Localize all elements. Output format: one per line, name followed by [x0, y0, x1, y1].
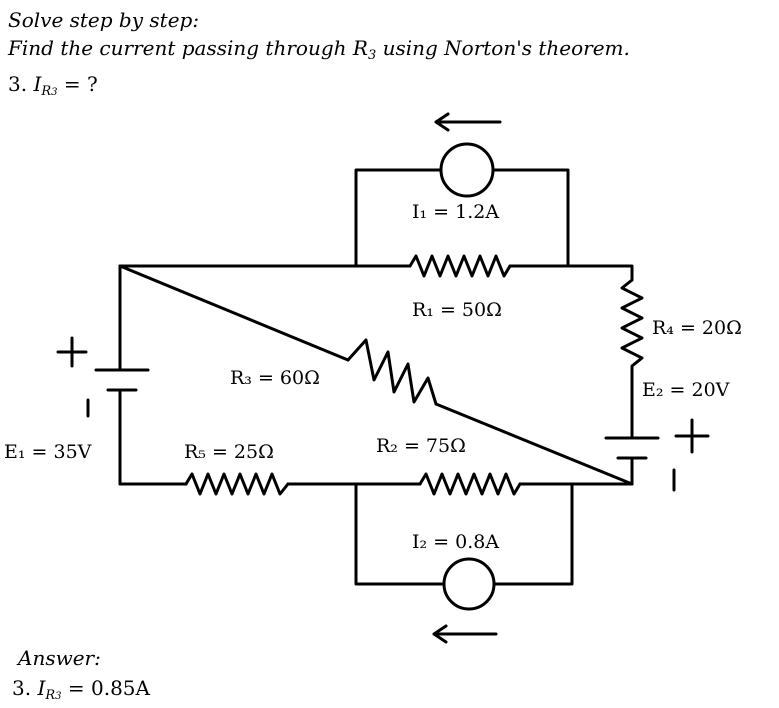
label-r5: R₅ = 25Ω: [184, 441, 274, 463]
arrow-i1: [434, 112, 502, 132]
resistor-r1: [408, 254, 512, 278]
current-source-i2: [442, 557, 496, 611]
question-expression: 3. IR3 = ?: [8, 72, 98, 99]
label-r2: R₂ = 75Ω: [376, 435, 466, 457]
label-r3: R₃ = 60Ω: [230, 367, 320, 389]
wire-i2-loop: [354, 482, 574, 586]
problem-line-1: Solve step by step:: [8, 8, 200, 32]
wire-diag-1: [118, 264, 350, 362]
resistor-r3: [346, 338, 438, 406]
label-r4: R₄ = 20Ω: [652, 317, 742, 339]
plus-sign-e2: [674, 418, 710, 454]
label-e1: E₁ = 35V: [4, 441, 92, 463]
arrow-i2: [432, 624, 498, 644]
wire-top-right: [508, 264, 634, 282]
label-i1: I₁ = 1.2A: [412, 201, 499, 223]
resistor-r4: [620, 278, 644, 382]
wire-i1-loop: [354, 168, 570, 268]
wire-diag-2: [434, 402, 634, 486]
label-r1: R₁ = 50Ω: [412, 299, 502, 321]
resistor-r2: [418, 472, 522, 496]
plus-sign-e1: [56, 336, 88, 368]
problem-line-2: Find the current passing through R3 usin…: [8, 36, 630, 63]
current-source-i1: [439, 142, 495, 198]
label-i2: I₂ = 0.8A: [412, 531, 499, 553]
label-e2: E₂ = 20V: [642, 379, 730, 401]
answer-heading: Answer:: [18, 646, 101, 670]
answer-expression: 3. IR3 = 0.85A: [12, 676, 150, 703]
resistor-r5: [184, 472, 290, 496]
